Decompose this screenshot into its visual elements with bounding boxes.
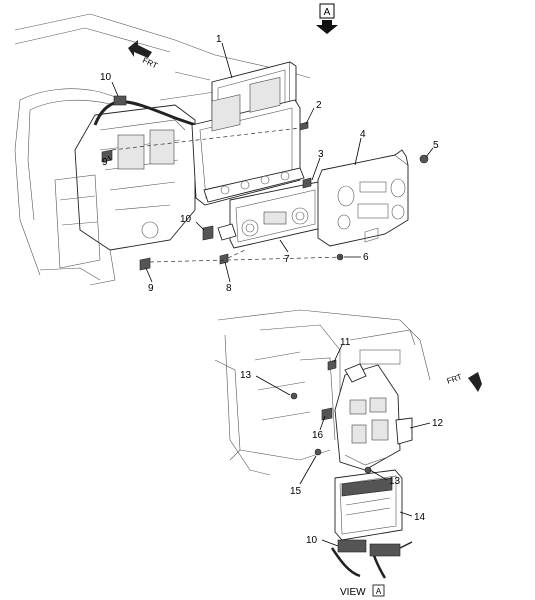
callout-5: 5 bbox=[433, 140, 439, 151]
callout-2: 2 bbox=[316, 100, 322, 111]
view-a-caption-letter: A bbox=[376, 587, 382, 596]
callout-10-middle: 10 bbox=[180, 214, 192, 225]
front-arrow-lower-icon bbox=[468, 372, 482, 392]
callout-8: 8 bbox=[226, 283, 232, 294]
leader-dashed-8 bbox=[227, 249, 246, 259]
callout-15: 15 bbox=[290, 486, 302, 497]
communication-interface-module bbox=[334, 469, 403, 541]
leader-dashed-9 bbox=[149, 256, 346, 263]
view-a-marker: A bbox=[316, 3, 338, 34]
view-a-caption: VIEW A bbox=[340, 584, 385, 598]
callout-9-top: 9 bbox=[102, 157, 108, 168]
callout-13-right: 13 bbox=[389, 476, 401, 487]
leader-dashed-2 bbox=[111, 127, 301, 151]
front-arrow-lower: FRT bbox=[446, 372, 482, 392]
callout-6: 6 bbox=[363, 252, 369, 263]
fasteners-top bbox=[101, 121, 429, 271]
callout-labels: 1 2 3 4 5 6 7 8 9 9 10 10 10 11 12 13 13… bbox=[100, 34, 444, 546]
callout-4: 4 bbox=[360, 129, 366, 140]
callout-14: 14 bbox=[414, 512, 426, 523]
callout-leaders bbox=[107, 42, 434, 547]
callout-1: 1 bbox=[216, 34, 222, 45]
callout-16: 16 bbox=[312, 430, 324, 441]
callout-9-bottom: 9 bbox=[148, 283, 154, 294]
callout-3: 3 bbox=[318, 149, 324, 160]
view-arrow-icon bbox=[316, 20, 338, 34]
callout-10-bottom: 10 bbox=[306, 535, 318, 546]
wire-harness-bottom bbox=[330, 539, 413, 579]
callout-11: 11 bbox=[340, 337, 351, 348]
radio-display-assembly bbox=[191, 61, 305, 206]
callout-13-left: 13 bbox=[240, 370, 252, 381]
front-arrow-icon bbox=[128, 40, 152, 58]
callout-10-top: 10 bbox=[100, 72, 112, 83]
view-a-caption-text: VIEW bbox=[340, 587, 366, 598]
body-control-module bbox=[334, 363, 413, 471]
lower-dash-section bbox=[214, 309, 431, 476]
view-a-marker-letter: A bbox=[324, 7, 331, 18]
callout-12: 12 bbox=[432, 418, 444, 429]
callout-7: 7 bbox=[284, 254, 290, 265]
front-label-top: FRT bbox=[141, 56, 159, 71]
front-label-lower: FRT bbox=[446, 372, 464, 386]
mounting-bracket bbox=[317, 149, 409, 247]
